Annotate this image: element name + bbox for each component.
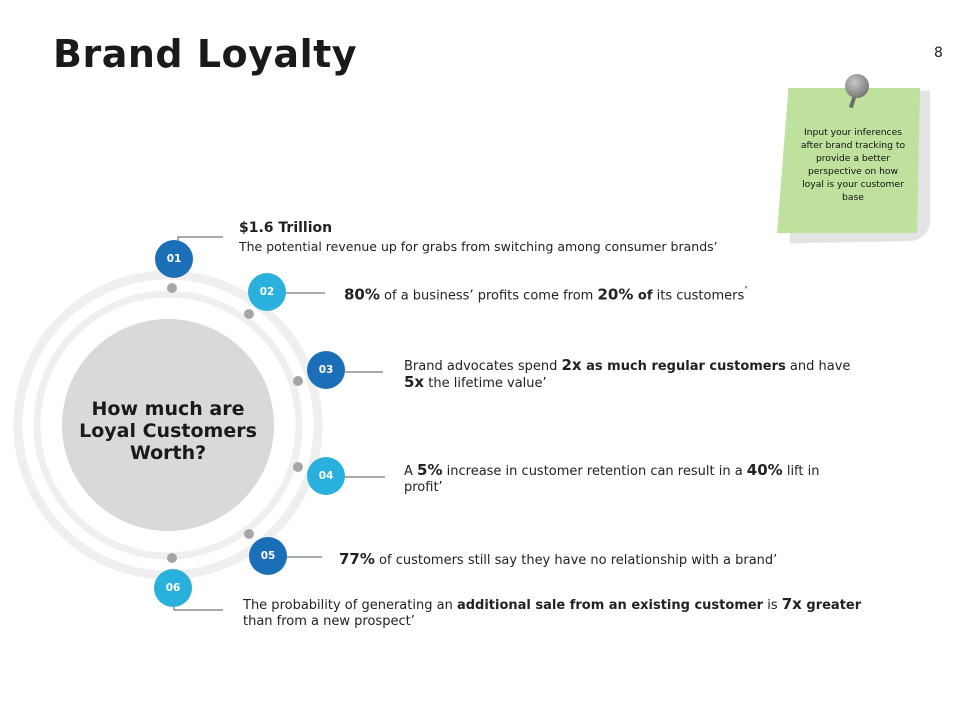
stat-02-text-1: of a business’ profits come from — [379, 288, 598, 304]
stat-06-text-1: The probability of generating an — [243, 598, 457, 613]
stat-04-value-2: 40% — [746, 461, 783, 479]
connector-dot-04 — [293, 462, 303, 472]
stat-06-line-2: than from a new prospect’ — [243, 614, 415, 629]
stat-04-value-1: 5% — [417, 461, 443, 479]
step-badge-03: 03 — [307, 351, 345, 389]
sticky-note — [777, 88, 920, 233]
pushpin-icon — [845, 74, 869, 98]
stat-03-value-2: 5x — [404, 373, 425, 391]
connector-dot-03 — [293, 376, 303, 386]
stat-02-text-4: ’ — [744, 284, 748, 297]
connector-dot-06 — [167, 553, 177, 563]
stat-03-text-1: Brand advocates spend — [404, 359, 562, 374]
stat-04-text-3: lift in — [782, 464, 820, 479]
page-number: 8 — [934, 45, 943, 61]
stat-03-bold-1: as much regular customers — [581, 359, 786, 374]
step-badge-01: 01 — [155, 240, 193, 278]
connector-dot-02 — [244, 309, 254, 319]
stat-06-text-2: is — [763, 598, 782, 613]
step-badge-05: 05 — [249, 537, 287, 575]
stat-06-bold-1: additional sale from an existing custome… — [456, 598, 764, 613]
stat-02-value-1: 80% — [344, 285, 380, 304]
connector-dot-01 — [167, 283, 177, 293]
stat-01-value: $1.6 Trillion — [239, 220, 333, 236]
stat-02-text-3: its customers — [652, 288, 745, 304]
center-question: How much are Loyal Customers Worth? — [79, 398, 257, 464]
step-badge-04: 04 — [307, 457, 345, 495]
stat-02-value-2: 20% — [597, 285, 634, 304]
stat-06-line-1: The probability of generating an additio… — [243, 596, 861, 614]
connector-dot-05 — [244, 529, 254, 539]
stat-03-line-1: Brand advocates spend 2x as much regular… — [404, 357, 850, 375]
stat-04-line-1: A 5% increase in customer retention can … — [404, 462, 820, 480]
stat-01-text: The potential revenue up for grabs from … — [239, 239, 718, 254]
stat-04-text-1: A — [404, 464, 418, 479]
step-badge-02: 02 — [248, 273, 286, 311]
stat-06-value: 7x — [781, 595, 802, 613]
stat-04-text-2: increase in customer retention can resul… — [442, 464, 747, 479]
step-badge-06: 06 — [154, 569, 192, 607]
stat-06-bold-2: greater — [801, 598, 862, 613]
stat-02: 80% of a business’ profits come from 20%… — [344, 282, 748, 304]
page-title: Brand Loyalty — [53, 32, 358, 76]
stat-03-value-1: 2x — [561, 356, 582, 374]
stat-03-text-2: and have — [785, 359, 851, 374]
stat-02-text-2: of — [633, 288, 653, 304]
stat-03-text-3: the lifetime value’ — [424, 376, 547, 391]
stat-01-heading: $1.6 Trillion — [239, 220, 332, 237]
sticky-note-text: Input your inferences after brand tracki… — [800, 127, 906, 203]
stat-03-line-2: 5x the lifetime value’ — [404, 374, 547, 392]
stat-05-text: of customers still say they have no rela… — [374, 553, 778, 568]
stat-05: 77% of customers still say they have no … — [339, 551, 777, 569]
stat-05-value: 77% — [339, 550, 375, 568]
center-circle — [62, 319, 274, 531]
stat-04-line-2: profit’ — [404, 480, 443, 495]
